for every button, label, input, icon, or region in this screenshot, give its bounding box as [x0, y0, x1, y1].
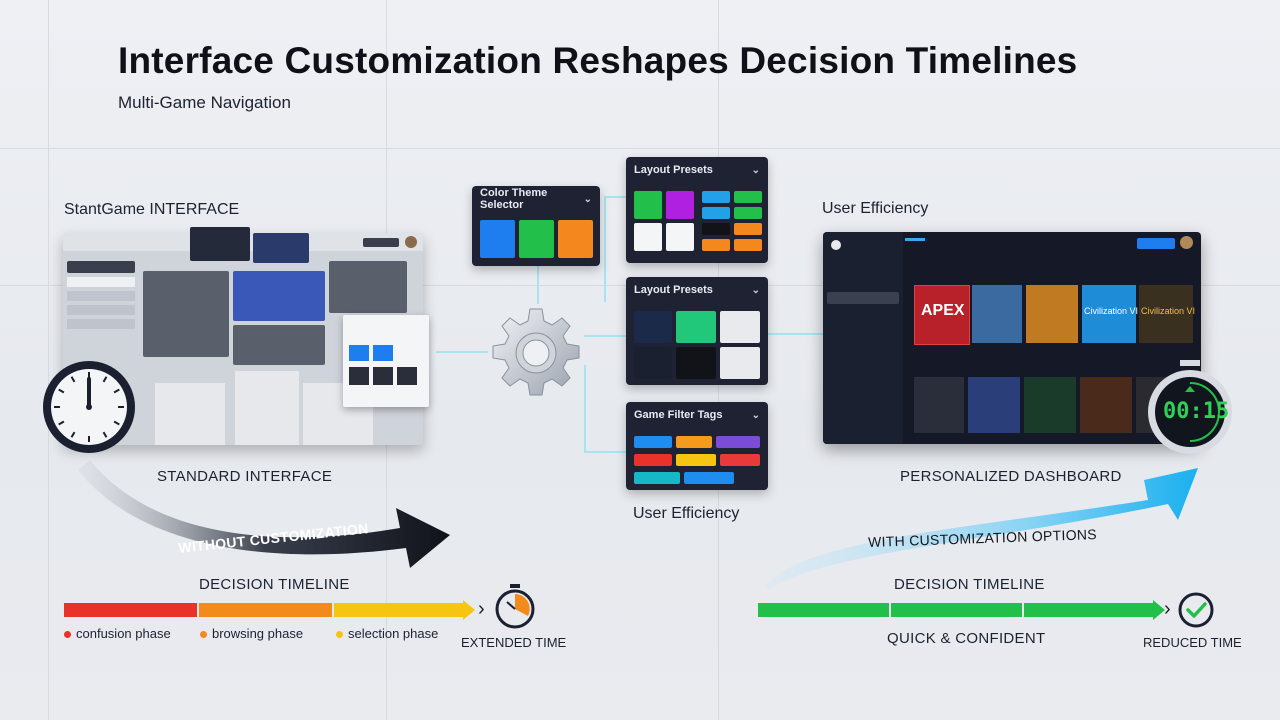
clock-icon	[41, 359, 137, 455]
chevron-right-icon: ›	[478, 598, 485, 620]
filter-tag[interactable]	[634, 454, 672, 466]
game-filter-tags-panel[interactable]: Game Filter Tags ⌄	[626, 402, 768, 490]
apex-cover-title: APEX	[921, 302, 965, 319]
gear-icon	[488, 305, 584, 401]
confusion-phase-bar	[64, 603, 197, 617]
right-timeline-title: DECISION TIMELINE	[894, 576, 1045, 593]
right-timeline-segment-2	[891, 603, 1022, 617]
filter-tag[interactable]	[720, 454, 760, 466]
user-efficiency-label: User Efficiency	[822, 200, 929, 217]
civ-cover-title-1: Civilization VI	[1084, 306, 1139, 316]
civ-cover-title-2: Civilization VI	[1141, 306, 1196, 316]
layout-presets-panel-2[interactable]: Layout Presets ⌄	[626, 277, 768, 385]
extended-time-label: EXTENDED TIME	[461, 635, 567, 650]
standard-interface-mockup	[63, 227, 429, 445]
timer-readout: 00:15	[1163, 399, 1230, 424]
check-circle-icon	[1177, 591, 1215, 629]
selection-phase-bar	[334, 603, 464, 617]
reduced-time-label: REDUCED TIME	[1143, 635, 1242, 650]
game-filter-tags-title: Game Filter Tags	[634, 409, 723, 421]
browsing-phase-bar	[199, 603, 332, 617]
chevron-down-icon[interactable]: ⌄	[751, 284, 760, 296]
filter-tag[interactable]	[676, 436, 712, 448]
layout-presets-title-2: Layout Presets	[634, 284, 713, 296]
filter-tag[interactable]	[634, 436, 672, 448]
right-timeline-caption: QUICK & CONFIDENT	[887, 630, 1046, 647]
legend-browsing: browsing phase	[200, 626, 303, 641]
legend-confusion: confusion phase	[64, 626, 171, 641]
color-swatch-orange[interactable]	[558, 220, 593, 258]
timer-icon	[1144, 360, 1236, 456]
right-timeline-segment-3	[1024, 603, 1154, 617]
layout-presets-panel-1[interactable]: Layout Presets ⌄	[626, 157, 768, 263]
color-theme-selector-panel[interactable]: Color Theme Selector ⌄	[472, 186, 600, 266]
standard-interface-label: StantGame INTERFACE	[64, 201, 240, 218]
chevron-down-icon[interactable]: ⌄	[583, 193, 592, 205]
color-swatch-green[interactable]	[519, 220, 554, 258]
center-caption: User Efficiency	[633, 505, 740, 522]
with-customization-arrow	[758, 460, 1208, 590]
left-timeline-title: DECISION TIMELINE	[199, 576, 350, 593]
color-theme-selector-title: Color Theme Selector	[480, 187, 548, 211]
chevron-down-icon[interactable]: ⌄	[751, 409, 760, 421]
right-timeline-arrowhead	[1153, 600, 1165, 620]
filter-tag[interactable]	[684, 472, 734, 484]
legend-selection: selection phase	[336, 626, 438, 641]
right-timeline-segment-1	[758, 603, 889, 617]
filter-tag[interactable]	[634, 472, 680, 484]
personalized-dashboard-mockup: APEX Civilization VI Civilization VI	[823, 232, 1201, 444]
filter-tag[interactable]	[676, 454, 716, 466]
filter-tag[interactable]	[716, 436, 760, 448]
personalized-dashboard-caption: PERSONALIZED DASHBOARD	[900, 468, 1122, 485]
page-subtitle: Multi-Game Navigation	[118, 93, 291, 112]
stopwatch-icon	[493, 582, 537, 630]
color-swatch-blue[interactable]	[480, 220, 515, 258]
layout-presets-title-1: Layout Presets	[634, 164, 713, 176]
standard-interface-caption: STANDARD INTERFACE	[157, 468, 333, 485]
page-title: Interface Customization Reshapes Decisio…	[118, 40, 1078, 81]
chevron-down-icon[interactable]: ⌄	[751, 164, 760, 176]
left-timeline-arrowhead	[463, 600, 475, 620]
without-customization-arrow	[70, 440, 460, 570]
chevron-right-icon: ›	[1164, 598, 1171, 620]
